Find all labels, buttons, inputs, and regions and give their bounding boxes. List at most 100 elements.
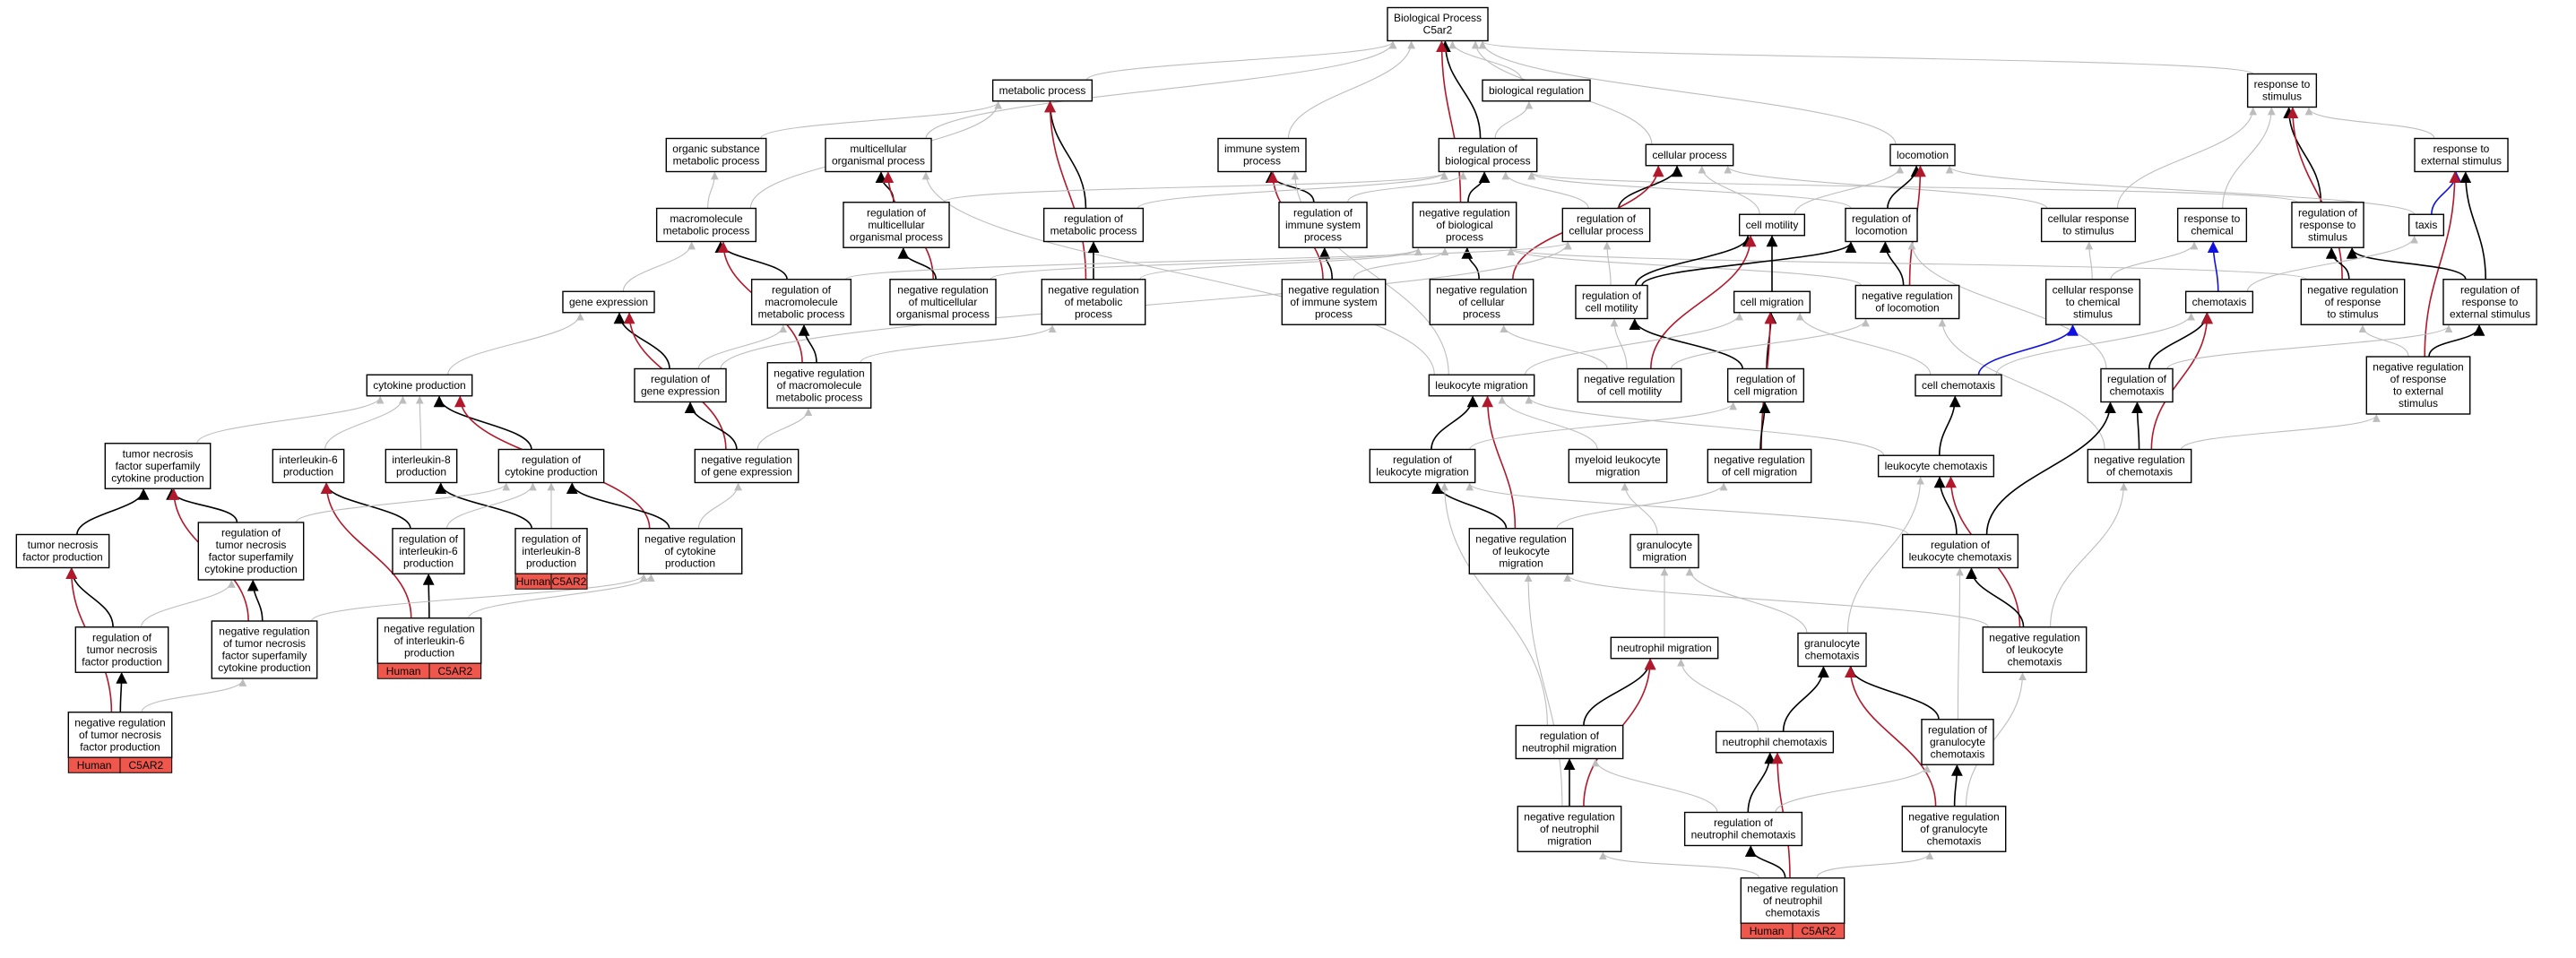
regulates-edge — [1044, 100, 1087, 209]
go-term-box — [1733, 290, 1811, 314]
go-term-label: metabolic process — [999, 84, 1086, 97]
negatively-regulates-edge — [2424, 171, 2461, 358]
negatively-regulates-edge — [2286, 107, 2343, 280]
go-term-label: metabolic process — [758, 307, 845, 320]
go-term-box — [67, 712, 173, 758]
is-a-edge — [925, 40, 1397, 139]
is-a-edge — [324, 395, 407, 450]
go-term-box — [1901, 533, 2019, 569]
go-term-label: negative regulation — [1862, 289, 1952, 302]
go-term-label: of immune system — [1290, 296, 1377, 308]
gene-tag — [119, 756, 173, 773]
go-term-node-geneexp: gene expression — [562, 290, 655, 314]
is-a-edge — [2085, 241, 2094, 280]
go-term-label: stimulus — [2399, 397, 2438, 410]
is-a-edge — [1287, 40, 1415, 139]
is-a-edge — [446, 482, 537, 529]
regulates-edge — [2148, 312, 2213, 369]
regulates-edge — [1879, 241, 1905, 286]
go-term-label: regulation of — [1852, 212, 1912, 225]
regulates-edge — [897, 246, 937, 280]
go-term-label: process — [1463, 307, 1500, 320]
is-a-edge — [311, 574, 648, 622]
is-a-edge — [1498, 395, 1598, 450]
is-a-edge — [1956, 567, 1964, 720]
go-term-label: cellular response — [2053, 283, 2134, 296]
go-term-node-taxis: taxis — [2407, 213, 2445, 237]
go-term-label: cellular process — [1652, 149, 1726, 161]
is-a-edge — [1698, 165, 1760, 215]
go-term-box — [74, 626, 169, 673]
regulates-edge — [1618, 165, 1683, 209]
regulates-edge — [875, 171, 895, 203]
go-term-box — [2246, 73, 2318, 108]
go-term-label: chemotaxis — [2110, 385, 2165, 398]
go-term-label: of tumor necrosis — [223, 637, 306, 650]
gene-tag — [428, 662, 482, 679]
is-a-edge — [1677, 658, 1759, 732]
regulates-edge — [684, 401, 738, 450]
is-a-edge — [1816, 851, 1934, 878]
go-term-label: cellular process — [1569, 225, 1643, 237]
go-term-box — [825, 137, 932, 173]
go-term-box — [1412, 202, 1517, 248]
go-term-label: regulation of — [1393, 453, 1453, 466]
go-term-node-cellmig: cell migration — [1733, 290, 1811, 314]
go-term-node-biolreg: biological regulation — [1482, 79, 1591, 102]
go-term-box — [1217, 137, 1307, 173]
regulates-edge — [435, 482, 533, 529]
is-a-edge — [295, 482, 511, 523]
go-term-box — [1915, 374, 2002, 397]
regulates-edge — [1629, 318, 1743, 369]
go-term-box — [1041, 279, 1146, 325]
is-a-edge — [1685, 567, 1808, 634]
go-term-label: chemotaxis — [1766, 906, 1820, 919]
go-term-label: chemical — [2191, 225, 2233, 237]
is-a-edge — [844, 241, 1572, 280]
go-term-label: of multicellular — [909, 296, 978, 308]
go-term-label: factor production — [82, 655, 161, 668]
go-term-box — [1921, 719, 1994, 765]
regulates-edge — [1985, 401, 2116, 535]
go-term-node-locomotion: locomotion — [1889, 143, 1956, 167]
gene-tag-label: C5AR2 — [1802, 925, 1837, 937]
go-term-label: multicellular — [868, 219, 924, 231]
go-term-label: negative regulation — [1908, 810, 1999, 823]
is-a-edge — [1527, 171, 2298, 203]
go-term-label: biological regulation — [1489, 84, 1584, 97]
is-a-edge — [2116, 107, 2258, 209]
regulates-edge — [433, 395, 532, 450]
is-a-edge — [1347, 171, 1467, 203]
is-a-edge — [1599, 851, 1760, 878]
regulates-edge — [1759, 401, 1771, 450]
go-term-label: gene expression — [641, 385, 720, 398]
is-a-edge — [1603, 241, 1612, 286]
go-term-box — [634, 367, 727, 403]
go-term-label: negative regulation — [1584, 373, 1674, 385]
go-term-label: to stimulus — [2062, 225, 2114, 237]
gene-tag-label: C5AR2 — [438, 665, 473, 678]
go-term-label: neutrophil migration — [1617, 642, 1711, 654]
regulates-edge — [613, 312, 670, 369]
go-term-label: migration — [1595, 466, 1639, 479]
go-term-label: of leukocyte — [2006, 643, 2063, 656]
go-term-box — [766, 362, 872, 409]
go-term-label: process — [1304, 230, 1342, 243]
go-term-label: factor superfamily — [209, 551, 294, 564]
go-term-node-leukmig: leukocyte migration — [1428, 374, 1535, 397]
go-term-label: cytokine production — [218, 661, 310, 674]
go-term-box — [1042, 207, 1145, 243]
species-tag-label: Human — [1750, 925, 1785, 937]
is-a-edge — [1507, 247, 2307, 280]
